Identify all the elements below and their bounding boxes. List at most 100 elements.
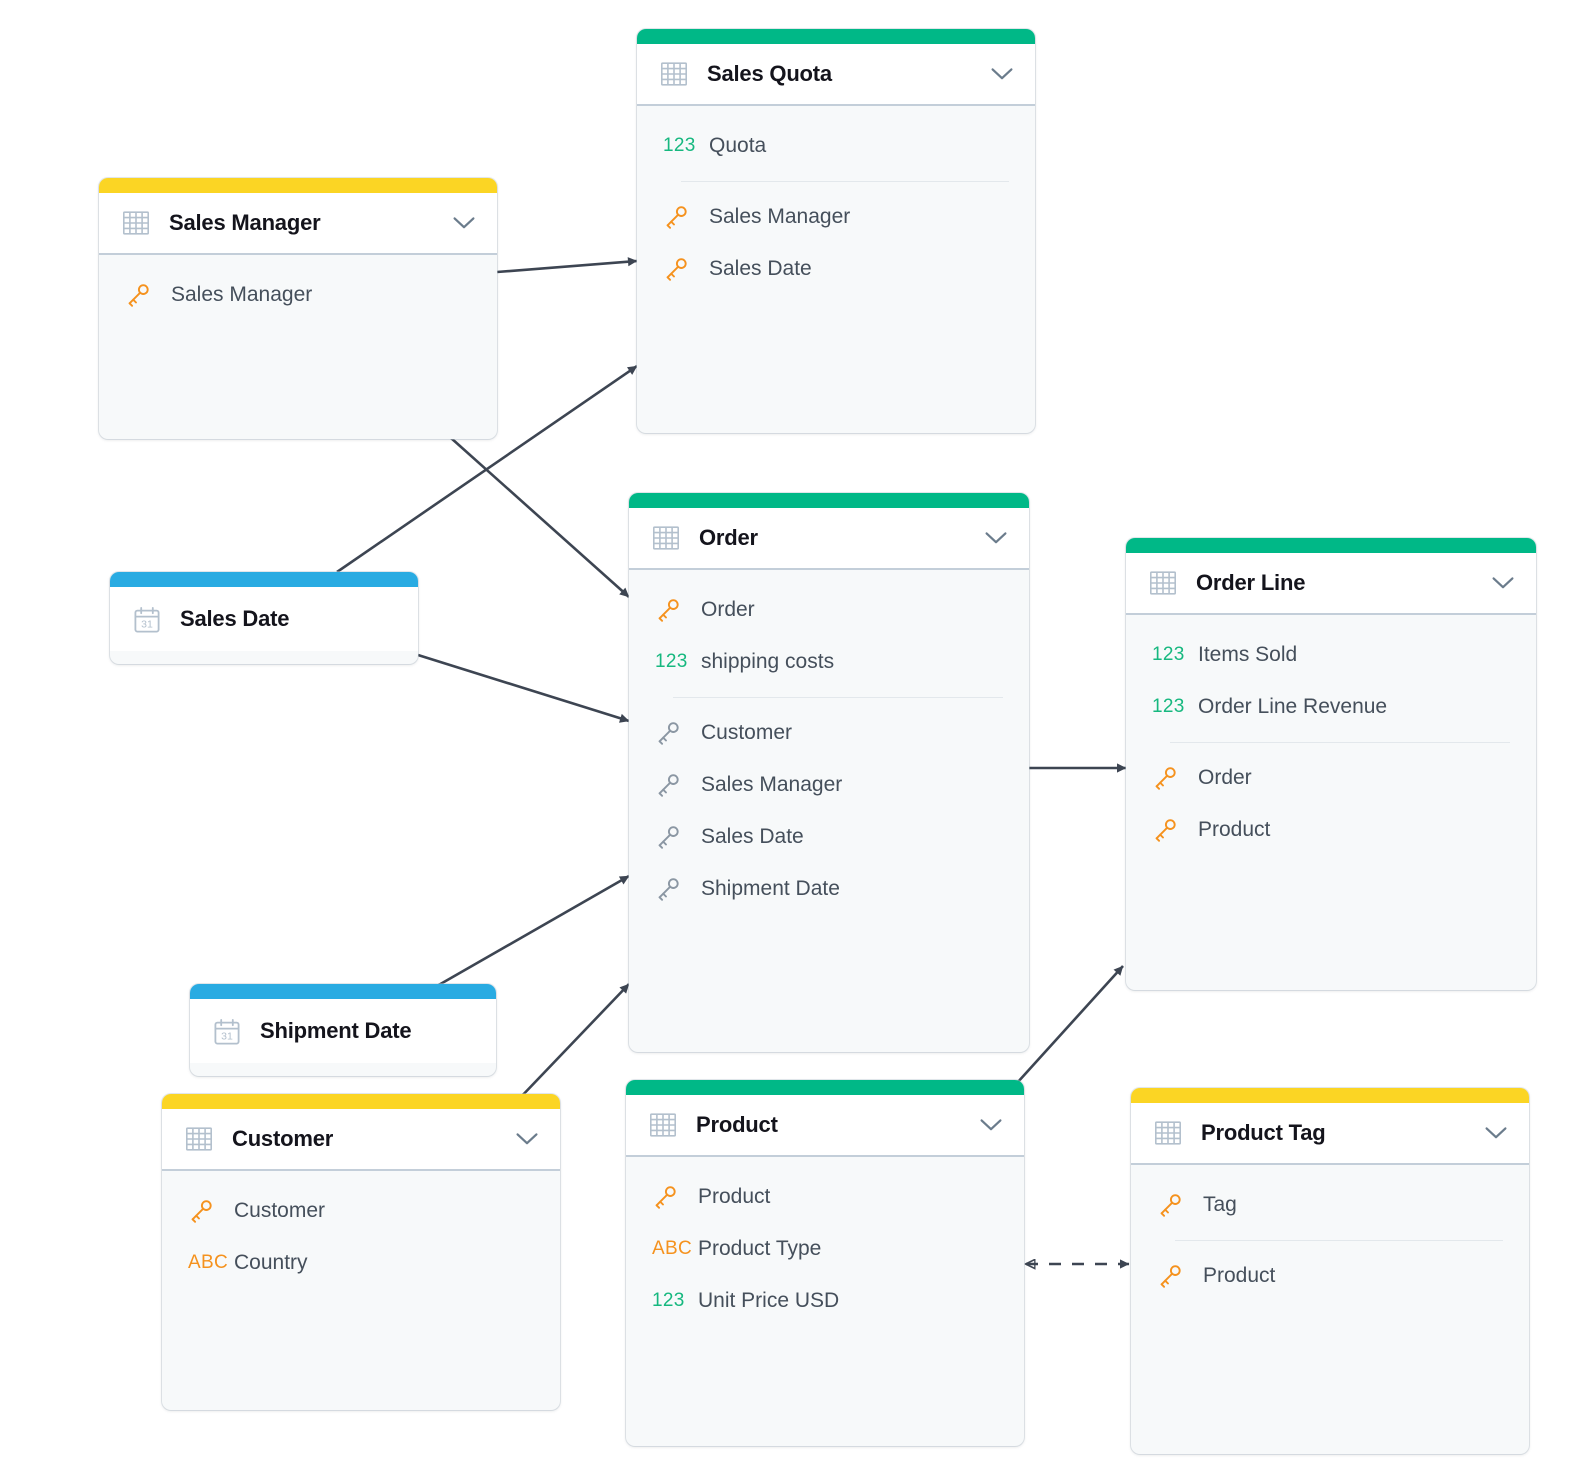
key-icon	[1152, 817, 1198, 843]
field-row[interactable]: Product	[1131, 1250, 1529, 1302]
field-row[interactable]: Order	[629, 584, 1029, 636]
field-row[interactable]: Sales Manager	[99, 269, 497, 321]
node-title: Product	[696, 1112, 778, 1137]
node-field-list: Sales Manager	[99, 255, 497, 331]
number-type-token: 123	[1152, 696, 1185, 717]
node-accent-bar	[1126, 538, 1536, 553]
node-title: Customer	[232, 1126, 334, 1151]
chevron-down-icon[interactable]	[1485, 1126, 1507, 1140]
node-accent-bar	[1131, 1088, 1529, 1103]
field-row[interactable]: Sales Date	[629, 811, 1029, 863]
node-title: Sales Manager	[169, 210, 321, 235]
key-icon	[655, 597, 701, 623]
field-row[interactable]: Tag	[1131, 1179, 1529, 1231]
field-label: Tag	[1203, 1193, 1237, 1216]
field-label: Shipment Date	[701, 877, 840, 900]
node-title: Product Tag	[1201, 1120, 1326, 1145]
node-title: Order	[699, 525, 758, 550]
field-label: Sales Manager	[701, 773, 843, 796]
calendar-31-icon: 31	[134, 606, 160, 633]
key-icon	[1152, 765, 1198, 791]
field-label: Sales Manager	[709, 205, 851, 228]
field-row[interactable]: Shipment Date	[629, 863, 1029, 915]
node-accent-bar	[637, 29, 1035, 44]
field-label: Customer	[701, 721, 793, 744]
field-label: Sales Date	[701, 825, 804, 848]
field-row[interactable]: Sales Manager	[629, 759, 1029, 811]
node-header-sales-quota[interactable]: Sales Quota	[637, 44, 1035, 106]
chevron-down-icon[interactable]	[453, 216, 475, 230]
node-header-customer[interactable]: Customer	[162, 1109, 560, 1171]
relationship-edge-customer-to-order[interactable]	[517, 983, 630, 1101]
key-icon	[1157, 1192, 1203, 1218]
field-row[interactable]: ABC Product Type	[626, 1223, 1024, 1275]
chevron-down-icon[interactable]	[980, 1118, 1002, 1132]
node-header-sales-manager[interactable]: Sales Manager	[99, 193, 497, 255]
string-type-token: ABC	[652, 1238, 692, 1259]
field-label: Product Type	[698, 1237, 822, 1260]
table-grid-icon	[123, 211, 149, 235]
relationship-edge-product-to-order-line[interactable]	[1016, 965, 1124, 1084]
chevron-down-icon[interactable]	[516, 1132, 538, 1146]
abc-token: ABC	[188, 1252, 234, 1274]
relationship-edge-sales-manager-to-order[interactable]	[450, 437, 630, 598]
field-group-divider	[681, 181, 1009, 182]
table-grid-icon	[653, 526, 679, 550]
field-row[interactable]: 123 Order Line Revenue	[1126, 681, 1536, 733]
field-label: Order Line Revenue	[1198, 695, 1388, 718]
node-header-order-line[interactable]: Order Line	[1126, 553, 1536, 615]
node-accent-bar	[629, 493, 1029, 508]
node-accent-bar	[162, 1094, 560, 1109]
table-grid-icon	[1150, 571, 1176, 595]
relationship-edge-sales-date-to-order[interactable]	[417, 653, 630, 723]
number-type-token: 123	[663, 135, 696, 156]
field-row[interactable]: Customer	[629, 707, 1029, 759]
chevron-down-icon[interactable]	[985, 531, 1007, 545]
svg-text:31: 31	[221, 1030, 233, 1042]
number-token: 123	[1152, 696, 1198, 718]
chevron-down-icon[interactable]	[1492, 576, 1514, 590]
field-row[interactable]: Sales Date	[637, 243, 1035, 295]
field-group-divider	[1175, 1240, 1503, 1241]
node-header-product-tag[interactable]: Product Tag	[1131, 1103, 1529, 1165]
relationship-edge-sales-manager-to-sales-quota[interactable]	[496, 257, 638, 274]
chevron-down-icon[interactable]	[991, 67, 1013, 81]
field-label: Product	[698, 1185, 771, 1208]
field-row[interactable]: Product	[1126, 804, 1536, 856]
key-icon	[125, 282, 171, 308]
number-token: 123	[652, 1290, 698, 1312]
field-row[interactable]: Customer	[162, 1185, 560, 1237]
field-row[interactable]: Product	[626, 1171, 1024, 1223]
node-title: Sales Quota	[707, 61, 832, 86]
node-header-product[interactable]: Product	[626, 1095, 1024, 1157]
number-token: 123	[663, 135, 709, 157]
node-accent-bar	[626, 1080, 1024, 1095]
key-icon	[655, 876, 701, 902]
field-row[interactable]: Order	[1126, 752, 1536, 804]
field-row[interactable]: Sales Manager	[637, 191, 1035, 243]
relationship-edge-shipment-date-to-order[interactable]	[429, 874, 630, 992]
node-header-order[interactable]: Order	[629, 508, 1029, 570]
table-grid-icon	[1155, 1121, 1181, 1145]
field-label: Sales Date	[709, 257, 812, 280]
